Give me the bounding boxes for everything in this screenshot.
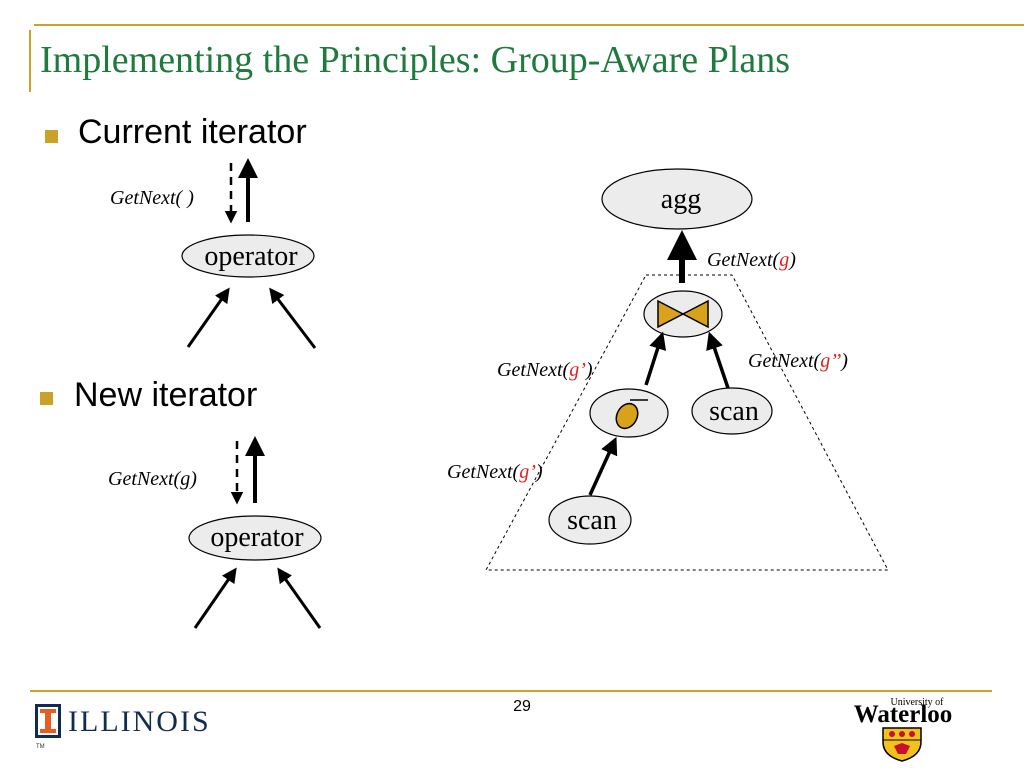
group-aware-plan: agg GetNext(g) GetNext(g’) GetNext(g’’) … [447,168,889,571]
group-arg: g’ [519,461,536,483]
waterloo-crest-icon [882,727,922,762]
getnext-gprime-label: GetNext(g’) [497,359,593,381]
getnext-suffix: ) [788,249,796,271]
getnext-suffix: ) [840,350,848,372]
trademark-mark: TM [36,744,45,750]
select-to-join-arrow [644,331,667,386]
illinois-wordmark: ILLINOIS [68,705,211,738]
scan-node-bottom [548,495,632,545]
agg-label: agg [661,184,701,215]
input-arrow-left [186,287,230,348]
getnext-label: GetNext( ) [110,187,194,209]
illinois-block-i-logo [35,704,61,738]
bullet-new-iterator: New iterator [74,376,258,414]
scan-to-join-arrow [706,331,730,389]
new-iterator-diagram: GetNext(g) operator [108,436,322,629]
getnext-prefix: GetNext( [748,350,822,372]
getnext-gprime-label: GetNext(g’) [447,461,543,483]
getnext-suffix: ) [585,359,593,381]
input-arrow-right [269,287,317,349]
agg-node [601,168,753,230]
slide-title: Implementing the Principles: Group-Aware… [40,39,791,81]
operator-label: operator [210,522,304,553]
getnext-g-label: GetNext(g) [707,249,796,271]
bottom-rule [30,690,992,692]
input-arrow-left [193,567,237,629]
group-arg: g [779,249,789,271]
scan-node-right [691,387,773,435]
bullet-marker [40,392,53,405]
sigma-select-icon [615,399,648,430]
getnext-suffix: ) [535,461,543,483]
current-iterator-diagram: GetNext( ) operator [110,158,317,349]
input-arrow-right [277,567,322,629]
getnext-prefix: GetNext( [447,461,521,483]
bullet-current-iterator: Current iterator [78,113,307,151]
iterator-diagram: GetNext( ) operator GetNext(g) operator … [108,158,889,629]
scan-right-label: scan [709,396,759,427]
left-rule [29,30,31,92]
scan-to-select-arrow [588,436,618,496]
getnext-gdoubleprime-label: GetNext(g’’) [748,350,848,372]
operator-node [181,234,315,278]
operator-node [188,515,322,561]
getnext-prefix: GetNext( [497,359,571,381]
bullet-marker [45,130,58,143]
group-arg: g’’ [820,350,841,372]
bowtie-join-icon [657,299,709,329]
getnext-label: GetNext(g) [108,468,197,490]
waterloo-small-text: University of [890,697,944,708]
operator-label: operator [204,241,298,272]
group-arg: g’ [569,359,586,381]
top-rule [34,24,1024,26]
waterloo-wordmark: Waterloo [853,701,953,728]
page-number: 29 [513,698,531,715]
scan-bottom-label: scan [567,505,617,536]
getnext-prefix: GetNext( [707,249,781,271]
